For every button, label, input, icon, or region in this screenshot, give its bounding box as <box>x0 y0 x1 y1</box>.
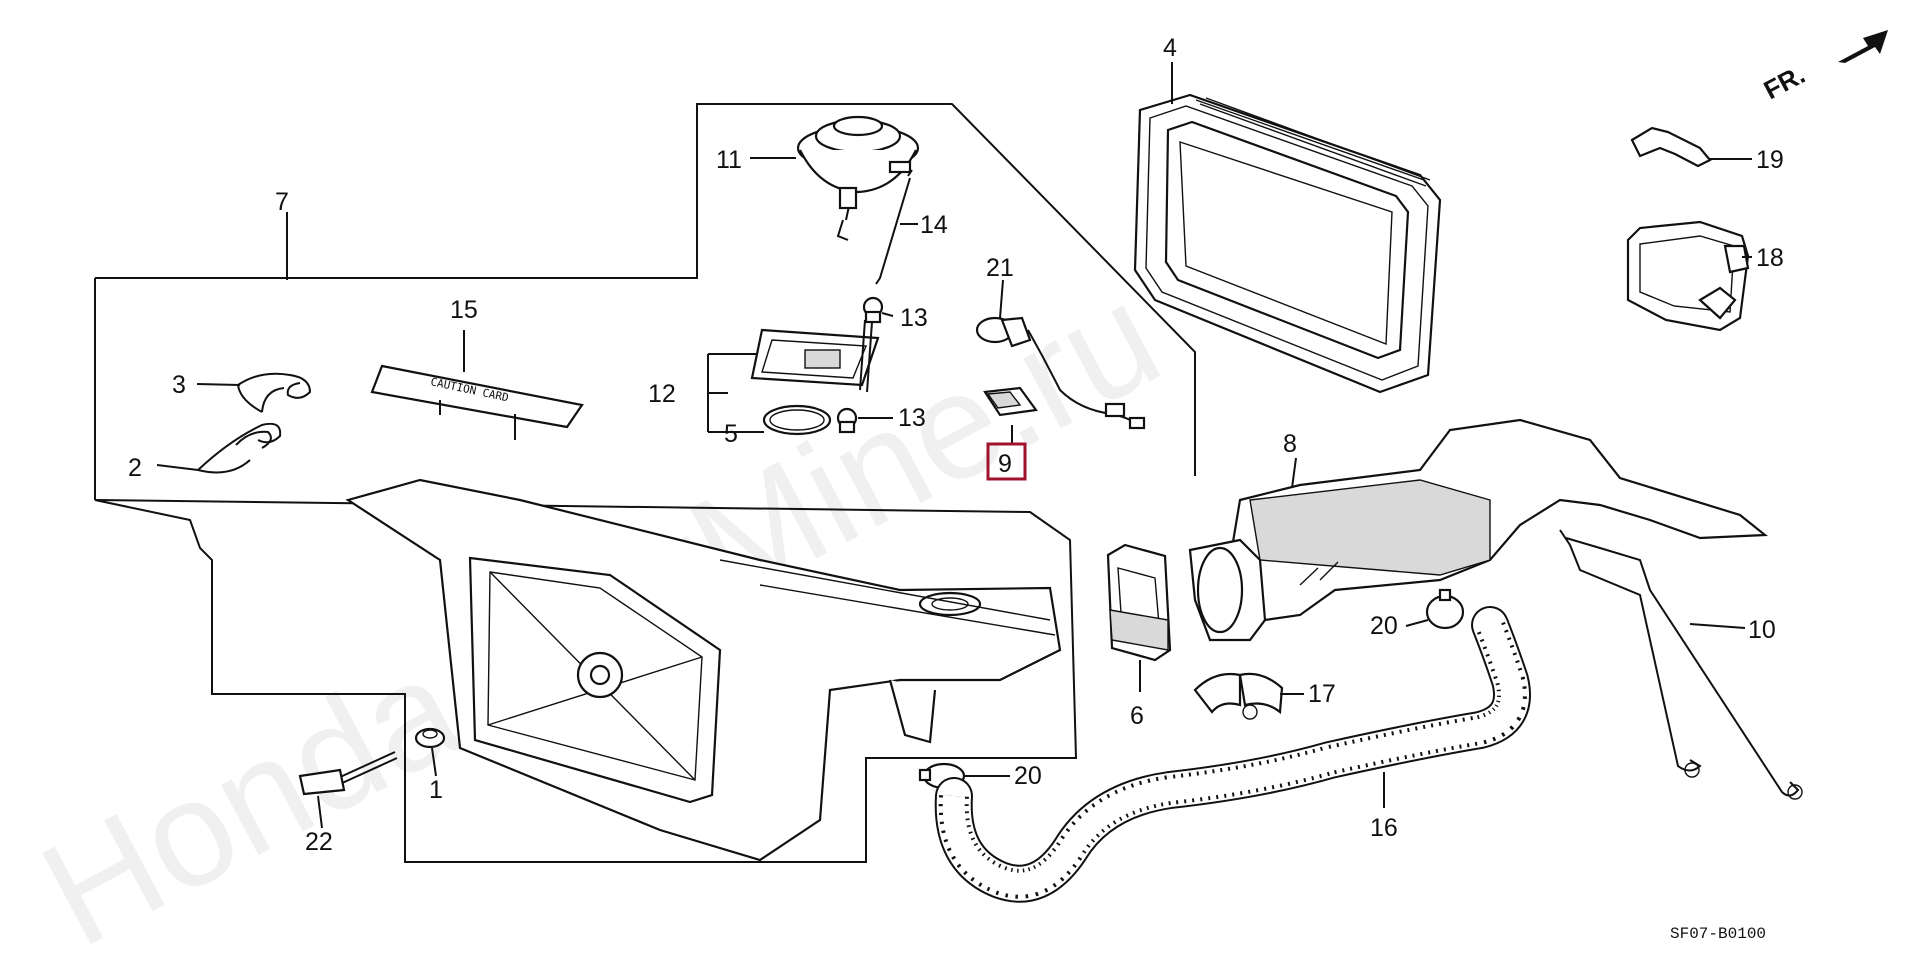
highlight-box <box>986 442 1027 481</box>
callout-5: 5 <box>724 420 738 448</box>
arrow-icon <box>1838 30 1888 63</box>
callout-10: 10 <box>1748 616 1776 644</box>
front-direction-arrow: FR. <box>1759 30 1888 105</box>
part-9-clip <box>983 386 1038 417</box>
part-4-filter-element <box>1133 93 1442 394</box>
callout-20-right: 20 <box>1370 612 1398 640</box>
part-8-intake-duct <box>1188 418 1768 642</box>
callout-7: 7 <box>275 188 289 216</box>
callout-8: 8 <box>1283 430 1297 458</box>
leader-lines <box>156 62 1752 829</box>
diagram-code: SF07-B0100 <box>1670 925 1766 943</box>
part-17-holder <box>1193 672 1284 720</box>
callout-13-lower: 13 <box>898 404 926 432</box>
part-7-housing <box>345 478 1062 862</box>
callout-13-upper: 13 <box>900 304 928 332</box>
part-18-band <box>1626 220 1750 332</box>
part-3-clip <box>237 372 312 413</box>
callout-2: 2 <box>128 454 142 482</box>
part-10-bracket <box>1559 529 1800 797</box>
part-14-rod <box>875 169 913 285</box>
part-12-door <box>750 319 880 393</box>
callout-21: 21 <box>986 254 1014 282</box>
part-22-bolt <box>298 751 398 796</box>
part-2-clip <box>197 422 282 474</box>
part-1-nut <box>414 727 446 749</box>
callout-16: 16 <box>1370 814 1398 842</box>
part-13-bolt-upper <box>862 296 884 324</box>
callout-18: 18 <box>1756 244 1784 272</box>
part-16-hose <box>934 606 1531 903</box>
callout-4: 4 <box>1163 34 1177 62</box>
callout-20-left: 20 <box>1014 762 1042 790</box>
part-5-seal-ring <box>762 404 832 436</box>
callout-11: 11 <box>716 146 742 174</box>
part-11-actuator <box>796 115 920 241</box>
callout-12: 12 <box>648 380 676 408</box>
callout-3: 3 <box>172 371 186 399</box>
part-19-clip <box>1630 126 1712 168</box>
part-15-label-plate: CAUTION CARD <box>370 364 584 440</box>
callout-22: 22 <box>305 828 333 856</box>
callout-15: 15 <box>450 296 478 324</box>
part-21-sensor <box>975 316 1146 430</box>
callouts: 1 2 3 4 5 6 7 8 9 10 11 12 13 13 14 15 1… <box>128 34 1784 856</box>
part-6-grommet <box>1106 543 1172 662</box>
callout-6: 6 <box>1130 702 1144 730</box>
callout-1: 1 <box>429 776 443 804</box>
part-13-bolt-lower <box>836 407 858 434</box>
callout-14: 14 <box>920 211 948 239</box>
part-20-clamp-right <box>1425 588 1465 630</box>
direction-label: FR. <box>1759 59 1810 105</box>
callout-17: 17 <box>1308 680 1336 708</box>
callout-9: 9 <box>998 450 1012 478</box>
callout-19: 19 <box>1756 146 1784 174</box>
assembly-7-outline <box>94 103 1196 863</box>
